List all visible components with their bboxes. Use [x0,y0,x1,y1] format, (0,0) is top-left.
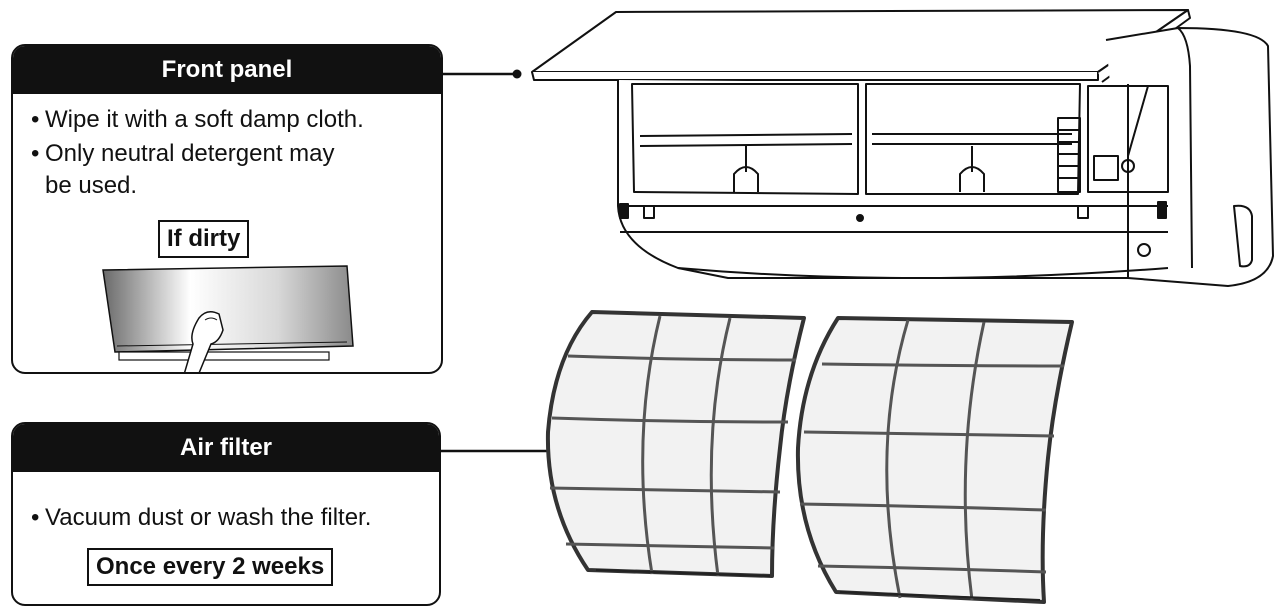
bullet-text: Vacuum dust or wash the filter. [45,504,372,531]
front-panel-connector-line [442,69,522,79]
air-filter-bullet-1: •Vacuum dust or wash the filter. [31,502,371,534]
air-filter-icon [545,310,1074,604]
bullet-dot: • [31,140,40,167]
front-panel-title: Front panel [13,46,441,94]
air-filter-frequency-tag: Once every 2 weeks [87,548,334,586]
bullet-text-continued: be used. [45,172,138,199]
hand-wiping-icon [102,265,354,372]
bullet-text: Only neutral detergent may [45,140,335,167]
air-filter-card: Air filter •Vacuum dust or wash the filt… [11,422,441,606]
air-conditioner-icon [531,9,1274,287]
bullet-dot: • [31,106,40,133]
front-panel-bullet-1: •Wipe it with a soft damp cloth. [31,104,364,136]
bullet-dot: • [31,504,40,531]
front-panel-frequency-tag: If dirty [158,220,250,258]
front-panel-bullet-2: •Only neutral detergent may be used. [31,138,335,202]
front-panel-card: Front panel •Wipe it with a soft damp cl… [11,44,443,374]
air-filter-title: Air filter [13,424,439,472]
bullet-text: Wipe it with a soft damp cloth. [45,106,364,133]
